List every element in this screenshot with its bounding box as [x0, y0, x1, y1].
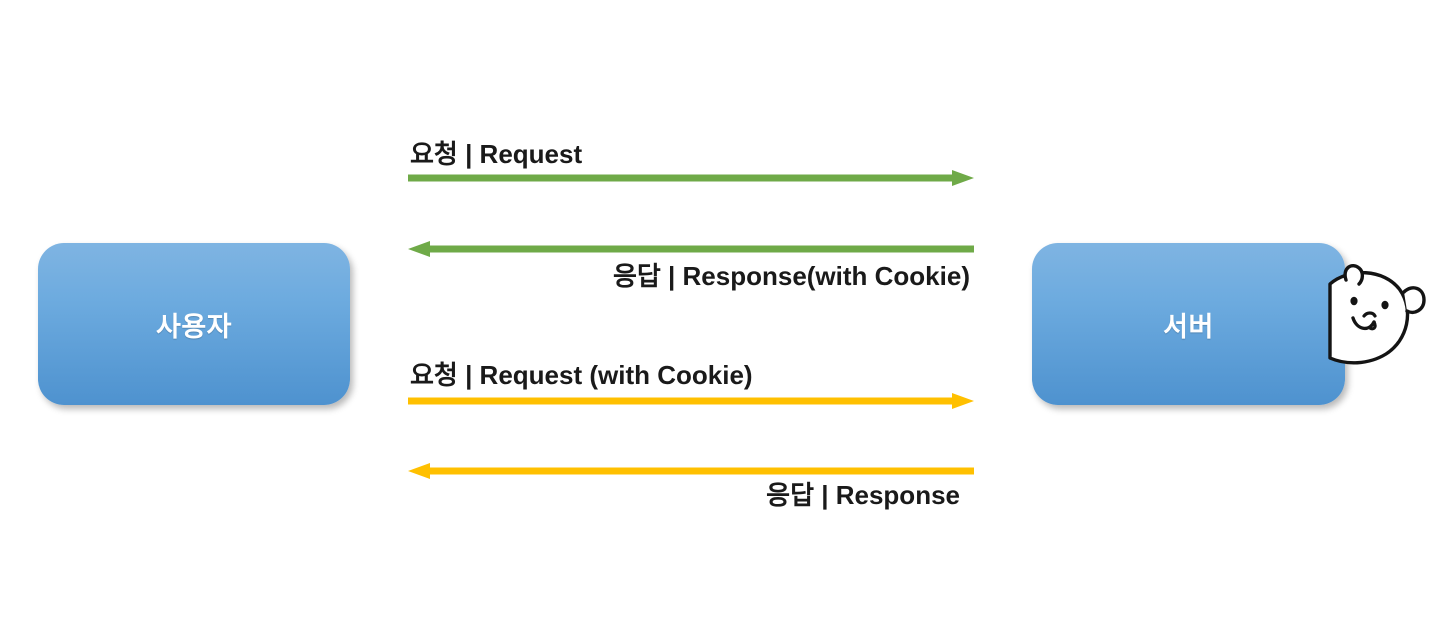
- flow1-arrow: [408, 170, 974, 186]
- flow2-label: 응답 | Response(with Cookie): [612, 261, 970, 291]
- flow4-arrow: [408, 463, 974, 479]
- flow2-arrow: [408, 241, 974, 257]
- bear-character-icon: [1328, 263, 1426, 365]
- user-node-label: 사용자: [155, 311, 233, 342]
- flow3-arrow: [408, 393, 974, 409]
- flow4-label: 응답 | Response: [766, 480, 960, 510]
- server-node-label: 서버: [1163, 311, 1214, 342]
- user-node[interactable]: 사용자: [38, 243, 350, 405]
- flow1-label: 요청 | Request: [410, 139, 583, 169]
- server-node[interactable]: 서버: [1032, 243, 1345, 405]
- flow3-label: 요청 | Request (with Cookie): [410, 360, 753, 390]
